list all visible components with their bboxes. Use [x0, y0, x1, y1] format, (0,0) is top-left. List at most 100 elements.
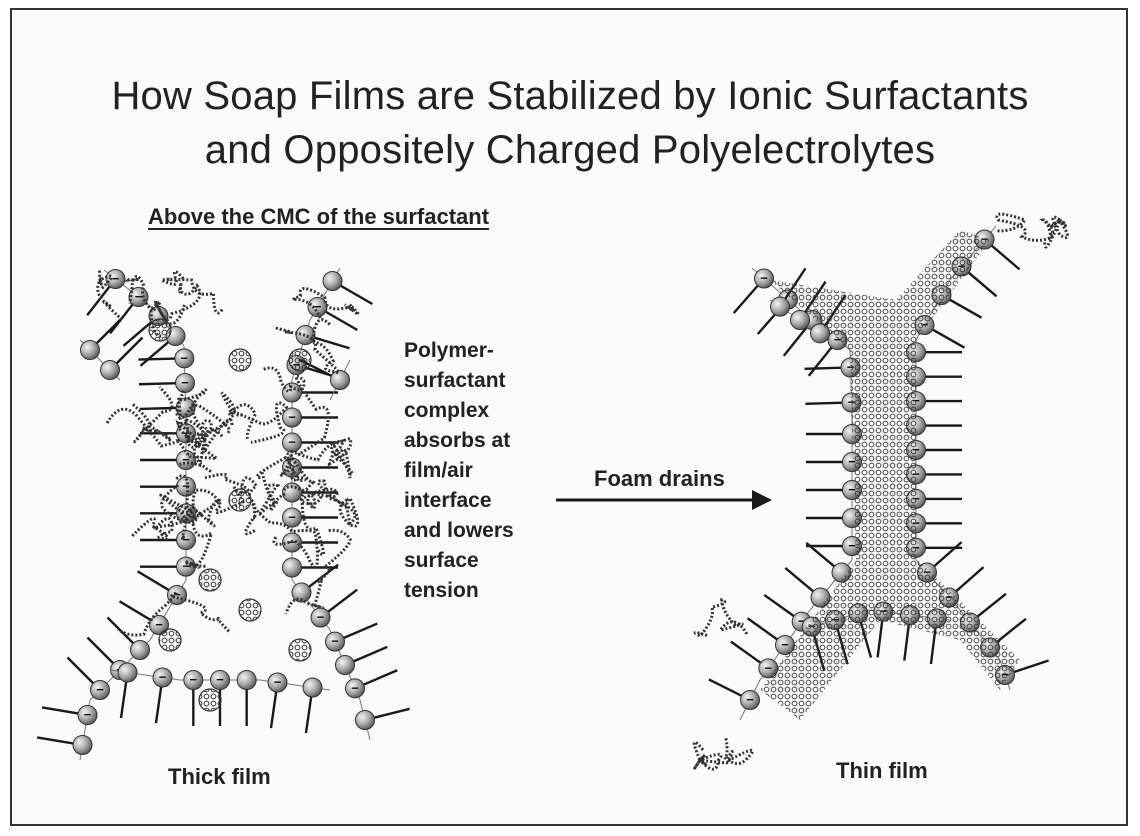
polymer-chain: [263, 366, 330, 457]
surfactant-tail: [86, 284, 112, 316]
negative-charge-icon: −: [351, 680, 359, 695]
surfactant-tail: [732, 283, 760, 314]
polymer-chain: [291, 287, 360, 319]
foam-drains-arrow: [556, 490, 772, 510]
surfactant-head: [130, 640, 150, 660]
surfactant-head: [345, 678, 365, 699]
polymer-chain: [995, 212, 1055, 242]
surfactant-tail: [989, 243, 1021, 271]
surfactant-tail: [730, 640, 763, 665]
surfactant-head: [330, 370, 350, 390]
negative-charge-icon: −: [798, 614, 806, 629]
surfactant-tail: [66, 656, 96, 686]
polymer-chain: [227, 401, 289, 444]
surfactant-head: [282, 382, 302, 403]
micelle: [158, 628, 182, 652]
surfactant-head: [322, 271, 343, 291]
surfactant-tail: [930, 327, 966, 349]
polymer-chain: [255, 439, 346, 480]
surfactant-head: [72, 735, 93, 755]
surfactant-head: [310, 607, 331, 628]
surfactant-tail: [269, 690, 278, 729]
micelle: [238, 598, 262, 622]
polymer-chain: [96, 270, 123, 321]
negative-charge-icon: −: [331, 634, 339, 649]
polymer-chain: [105, 407, 222, 461]
negative-charge-icon: −: [216, 672, 224, 687]
negative-charge-icon: −: [181, 350, 189, 365]
negative-charge-icon: −: [848, 538, 856, 553]
surfactant-head: [117, 662, 138, 683]
surfactant-tail: [338, 283, 373, 306]
surfactant-head: [295, 325, 316, 345]
surfactant-tail: [372, 707, 410, 720]
surfactant-head: [183, 670, 204, 690]
explanation-text: Polymer- surfactant complex absorbs at f…: [404, 336, 574, 606]
micelle: [228, 488, 252, 512]
micelle: [288, 348, 312, 372]
explanation-line: complex: [404, 399, 490, 422]
surfactant-tail: [804, 366, 843, 371]
negative-charge-icon: −: [746, 692, 754, 707]
polymer-chain: [131, 386, 174, 444]
surfactant-tail: [708, 678, 744, 698]
surfactant-tail: [139, 340, 171, 367]
surfactant-tail: [876, 619, 884, 658]
surfactant-tail: [805, 401, 844, 406]
surfactant-tail: [86, 636, 116, 666]
surfactant-tail: [323, 309, 358, 332]
surfactant-head: [210, 670, 230, 690]
micelle: [198, 688, 222, 712]
explanation-line: film/air: [404, 459, 473, 482]
negative-charge-icon: −: [182, 425, 190, 440]
negative-charge-icon: −: [190, 672, 198, 687]
negative-charge-icon: −: [288, 510, 296, 525]
surfactant-tail: [136, 570, 171, 592]
negative-charge-icon: −: [181, 375, 189, 390]
surfactant-tail: [807, 345, 834, 377]
negative-charge-icon: −: [159, 670, 167, 685]
title-line-1: How Soap Films are Stabilized by Ionic S…: [111, 74, 1029, 118]
explanation-line: absorbs at: [404, 429, 511, 452]
explanation-line: surfactant: [404, 369, 506, 392]
explanation-line: and lowers: [404, 519, 514, 542]
polymer-chain: [177, 403, 231, 449]
polymer-chain: [1043, 215, 1070, 249]
negative-charge-icon: −: [848, 482, 856, 497]
surfactant-head: [325, 631, 345, 652]
surfactant-head: [152, 667, 173, 688]
micelle: [198, 568, 222, 592]
polymer-chain: [204, 472, 259, 536]
polymer-chain: [286, 452, 323, 506]
surfactant-head: [282, 557, 302, 578]
negative-charge-icon: −: [765, 660, 773, 675]
negative-charge-icon: −: [760, 271, 768, 286]
negative-charge-icon: −: [848, 454, 856, 469]
polymer-chain: [179, 418, 234, 468]
foam-drains-label: Foam drains: [594, 466, 725, 491]
negative-charge-icon: −: [274, 675, 282, 690]
polymer-chain: [317, 479, 360, 528]
negative-charge-icon: −: [317, 610, 325, 625]
micelle: [228, 348, 252, 372]
surfactant-head: [236, 670, 257, 690]
surfactant-tail: [304, 695, 313, 734]
surfactant-tail: [763, 593, 796, 618]
polymer-chain: [117, 590, 230, 637]
thick-film-diagram: −−−−−−−−−−−−−−−−−−−−−−−−−−−: [36, 267, 410, 761]
surfactant-head: [90, 680, 110, 700]
surfactant-tail: [138, 382, 178, 386]
negative-charge-icon: −: [182, 559, 190, 574]
surfactant-tail: [326, 588, 358, 614]
surfactant-tail: [1012, 659, 1050, 674]
surfactant-tail: [36, 736, 75, 745]
explanation-line: interface: [404, 489, 492, 512]
negative-charge-icon: −: [84, 707, 92, 722]
surfactant-tail: [932, 541, 963, 569]
surfactant-head: [80, 340, 100, 360]
polymer-chain: [175, 388, 224, 449]
surfactant-head: [754, 268, 774, 289]
polymer-complex-fill: [760, 230, 1020, 720]
surfactant-tail: [114, 336, 144, 366]
